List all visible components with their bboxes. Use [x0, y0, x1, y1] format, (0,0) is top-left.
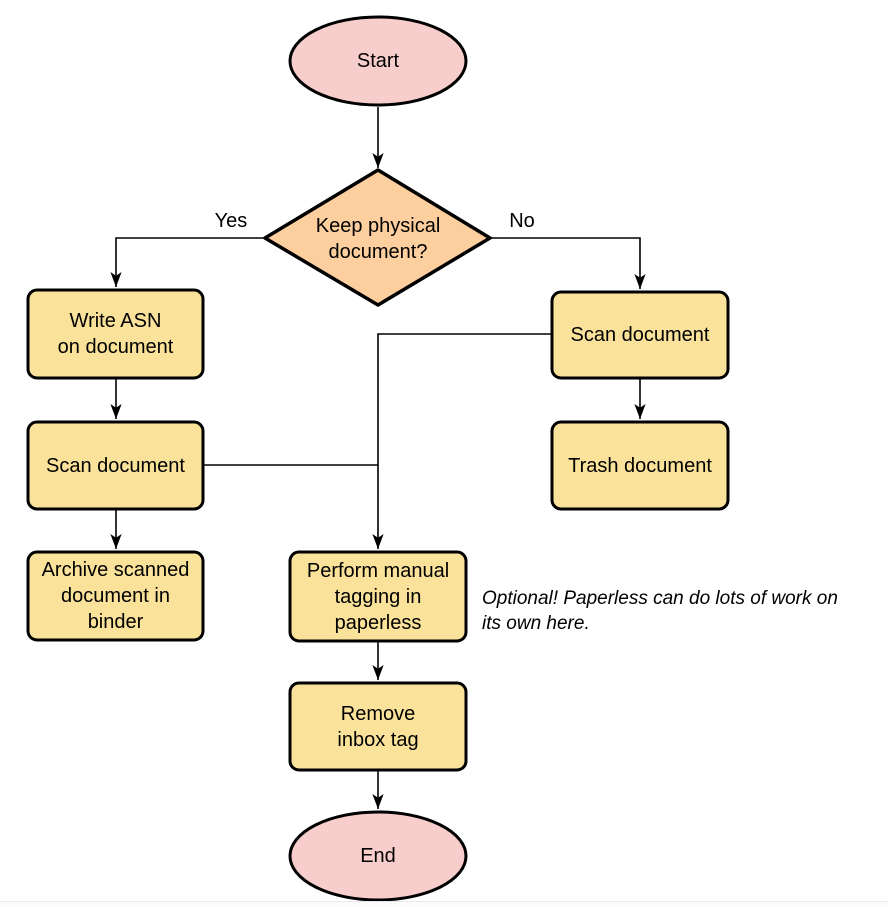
- canvas-bottom-edge: [0, 901, 888, 902]
- edge-decision-yes: [110, 237, 265, 287]
- scan-right-process-shape: [550, 290, 730, 380]
- below-canvas-area: [0, 902, 888, 907]
- start-terminal-shape: [288, 15, 468, 107]
- edge-scanright-to-perform: [372, 333, 552, 549]
- edge-decision-no: [490, 237, 646, 289]
- trash-process-shape: [550, 420, 730, 511]
- end-terminal-shape: [288, 810, 468, 902]
- remove-inbox-process-shape: [288, 681, 468, 772]
- write-asn-process-shape: [26, 288, 205, 380]
- decision-diamond-shape: [263, 168, 492, 307]
- archive-process-shape: [26, 550, 205, 642]
- perform-tagging-process-shape: [288, 550, 468, 643]
- scan-left-process-shape: [26, 420, 205, 511]
